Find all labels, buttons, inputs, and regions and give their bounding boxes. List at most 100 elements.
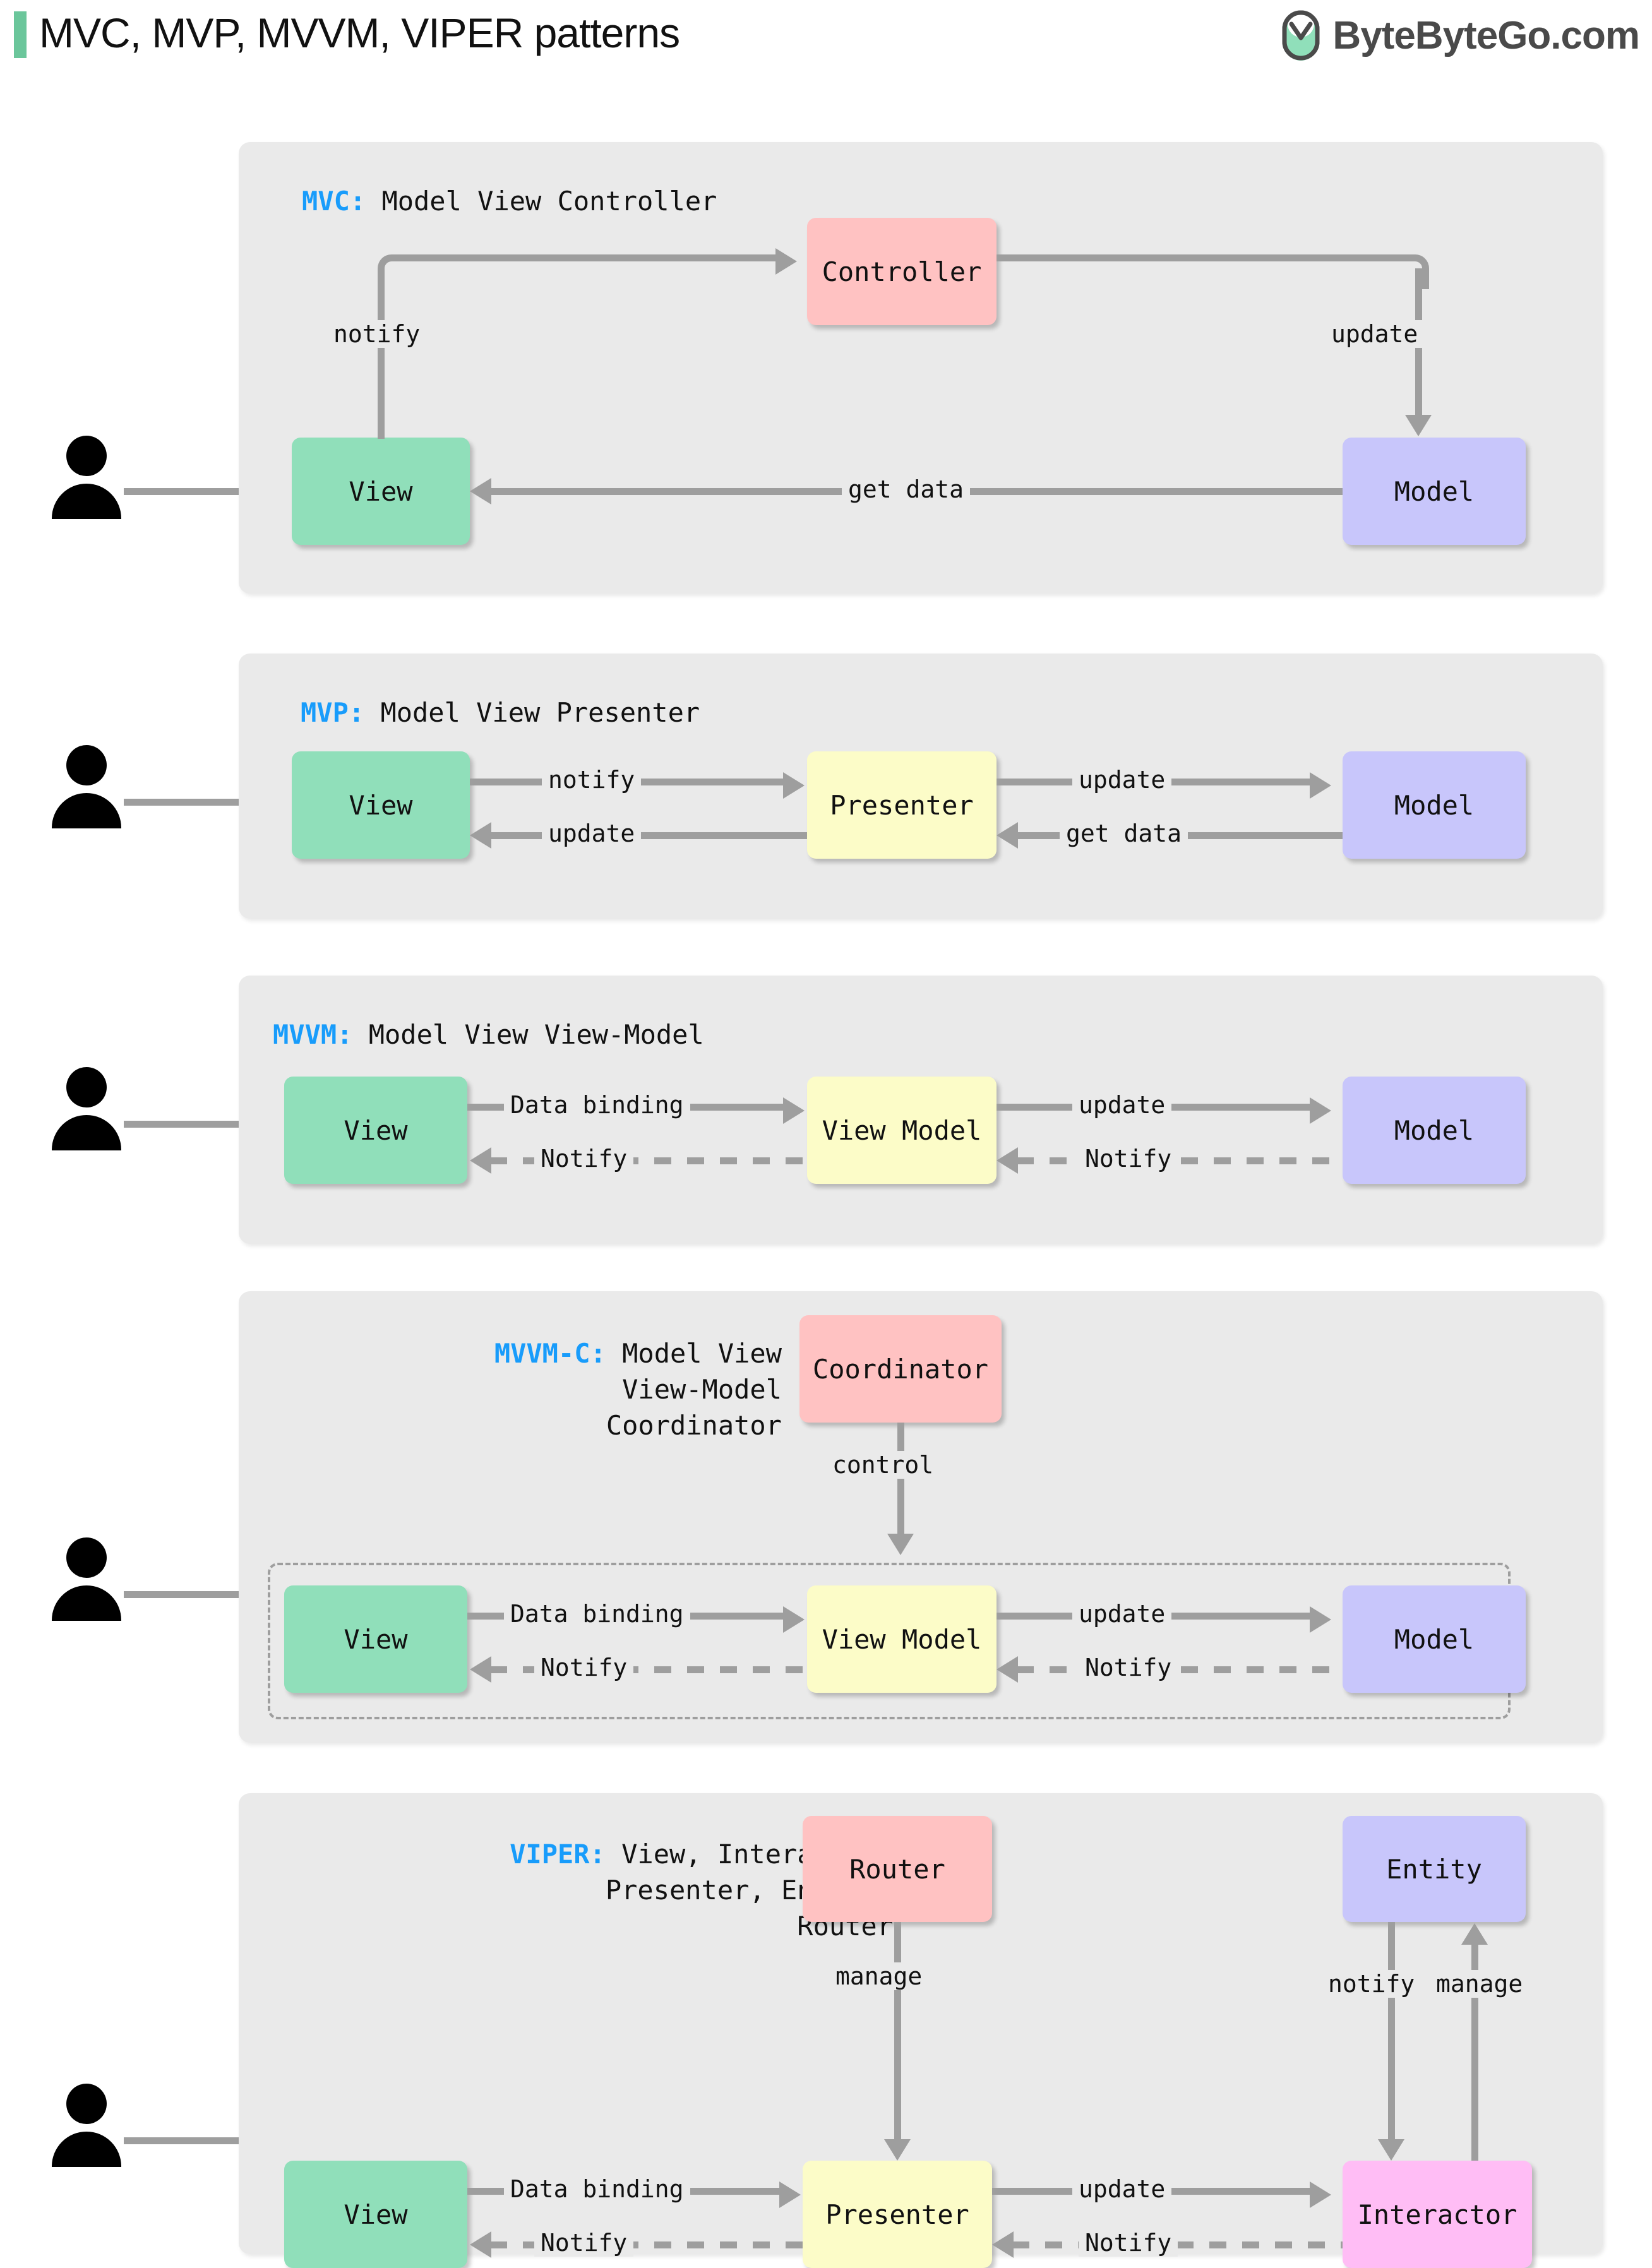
edge-manage-entity-line-viper (1471, 1945, 1478, 2167)
section-title-rest-mvvm: Model View View-Model (352, 1019, 704, 1050)
page-header: MVC, MVP, MVVM, VIPER patterns ByteByteG… (0, 0, 1652, 69)
edge-label-update-left-mvp: update (542, 820, 642, 847)
edge-notify-right-line-mvvm-c (1017, 1666, 1343, 1673)
edge-control-line-mvvm-c (897, 1423, 904, 1536)
section-key-viper: VIPER: (510, 1839, 606, 1870)
edge-label-update-mvvm: update (1072, 1091, 1172, 1119)
edge-label-update-right-mvp: update (1072, 766, 1172, 794)
node-view-model-mvvm-c[interactable]: View Model (807, 1585, 997, 1693)
edge-update-arrowhead-viper (1310, 2181, 1331, 2208)
edge-label-update-mvc: update (1325, 320, 1425, 348)
brand-logo-group: ByteByteGo.com (1281, 10, 1640, 61)
actor-arrow-line-mvc (124, 488, 275, 495)
section-title-mvvm: MVVM: Model View View-Model (273, 1017, 704, 1053)
user-actor-mvc (52, 436, 121, 519)
actor-arrow-line-mvvm (124, 1121, 275, 1128)
user-head-icon (66, 1067, 107, 1107)
node-controller-mvc[interactable]: Controller (807, 218, 997, 325)
section-title-mvp: MVP: Model View Presenter (301, 695, 700, 731)
user-head-icon (66, 2084, 107, 2124)
edge-notify-arrowhead-mvp (783, 772, 805, 799)
node-view-viper[interactable]: View (284, 2161, 467, 2268)
edge-label-databinding-viper: Data binding (504, 2175, 690, 2203)
edge-update-arrowhead-mvc (1405, 415, 1432, 436)
bytebytego-logo-icon (1282, 10, 1320, 61)
user-actor-mvvmc (52, 1537, 121, 1621)
edge-label-notify-left-mvvm: Notify (534, 1145, 634, 1173)
user-body-icon (52, 793, 121, 828)
edge-label-control-mvvm-c: control (826, 1451, 940, 1479)
section-title-line2-mvvm-c: View-Model (622, 1374, 782, 1405)
edge-databinding-arrowhead-viper (779, 2181, 801, 2208)
edge-update-corner-mvc (1394, 254, 1429, 289)
edge-notify-horizontal-mvc (398, 254, 777, 261)
edge-label-notify-right-mvvm-c: Notify (1079, 1654, 1178, 1681)
edge-label-notify-left-mvvm-c: Notify (534, 1654, 634, 1681)
node-entity-viper[interactable]: Entity (1343, 1816, 1526, 1922)
user-body-icon (52, 2132, 121, 2167)
edge-label-manage-entity-viper: manage (1430, 1970, 1529, 1998)
edge-notify-vertical-mvc (378, 268, 385, 439)
node-view-mvvm-c[interactable]: View (284, 1585, 467, 1693)
edge-notify-right-line-mvvm (1017, 1157, 1343, 1164)
node-view-mvp[interactable]: View (292, 751, 470, 859)
edge-update-arrowhead-mvvm-c (1310, 1606, 1331, 1633)
title-accent-bar (14, 11, 27, 58)
edge-getdata-arrowhead-mvp (997, 822, 1018, 849)
edge-label-update-viper: update (1072, 2175, 1172, 2203)
edge-notify-left-arrowhead-mvvm (470, 1147, 491, 1174)
node-view-mvvm[interactable]: View (284, 1077, 467, 1184)
edge-label-manage-router-viper: manage (829, 1962, 929, 1990)
node-model-mvc[interactable]: Model (1343, 438, 1526, 545)
edge-control-arrowhead-mvvm-c (887, 1534, 914, 1555)
node-model-mvvm-c[interactable]: Model (1343, 1585, 1526, 1693)
user-body-icon (52, 1585, 121, 1621)
edge-label-notify-mvp: notify (542, 766, 642, 794)
node-view-mvc[interactable]: View (292, 438, 470, 545)
edge-update-right-arrowhead-mvp (1310, 772, 1331, 799)
edge-notify-corner-mvc (378, 254, 412, 289)
node-presenter-mvp[interactable]: Presenter (807, 751, 997, 859)
node-model-mvp[interactable]: Model (1343, 751, 1526, 859)
section-viper: VIPER: View, Interactor,Presenter, Entit… (239, 1793, 1603, 2268)
section-mvp: MVP: Model View Presenter View Presenter… (239, 654, 1603, 919)
user-actor-viper (52, 2084, 121, 2167)
actor-arrow-line-mvp (124, 799, 275, 806)
section-title-rest-mvvm-c: Model View (606, 1338, 782, 1369)
edge-label-notify-left-viper: Notify (534, 2229, 634, 2257)
section-title-mvc: MVC: Model View Controller (302, 183, 717, 219)
section-mvc: MVC: Model View Controller View Controll… (239, 142, 1603, 594)
section-key-mvvm: MVVM: (273, 1019, 353, 1050)
edge-notify-right-arrowhead-mvvm (997, 1147, 1018, 1174)
section-title-line3-mvvm-c: Coordinator (606, 1410, 782, 1441)
node-view-model-mvvm[interactable]: View Model (807, 1077, 997, 1184)
edge-notify-left-arrowhead-viper (470, 2231, 491, 2258)
edge-update-left-line-mvp (490, 832, 807, 839)
edge-label-notify-mvc: notify (327, 320, 427, 348)
user-actor-mvvm (52, 1067, 121, 1150)
node-interactor-viper[interactable]: Interactor (1343, 2161, 1532, 2268)
actor-arrow-line-viper (124, 2137, 275, 2144)
edge-update-horizontal-mvc (997, 254, 1408, 261)
edge-label-notify-right-viper: Notify (1079, 2229, 1178, 2257)
edge-label-databinding-mvvm-c: Data binding (504, 1600, 690, 1628)
edge-label-notify-entity-viper: notify (1322, 1970, 1422, 1998)
section-key-mvp: MVP: (301, 697, 365, 728)
user-head-icon (66, 745, 107, 785)
user-body-icon (52, 1115, 121, 1150)
edge-label-databinding-mvvm: Data binding (504, 1091, 690, 1119)
node-presenter-viper[interactable]: Presenter (803, 2161, 992, 2268)
actor-arrow-line-mvvmc (124, 1591, 275, 1598)
edge-label-getdata-mvc: get data (842, 475, 971, 503)
edge-manage-router-arrowhead-viper (884, 2139, 911, 2161)
user-head-icon (66, 1537, 107, 1578)
brand-name: ByteByteGo.com (1332, 13, 1640, 57)
node-coordinator-mvvm-c[interactable]: Coordinator (799, 1315, 1002, 1423)
node-model-mvvm[interactable]: Model (1343, 1077, 1526, 1184)
section-title-viper: VIPER: View, Interactor,Presenter, Entit… (268, 1836, 893, 1944)
edge-getdata-arrowhead-mvc (470, 478, 491, 504)
node-router-viper[interactable]: Router (803, 1816, 992, 1922)
edge-databinding-arrowhead-mvvm (783, 1097, 805, 1124)
